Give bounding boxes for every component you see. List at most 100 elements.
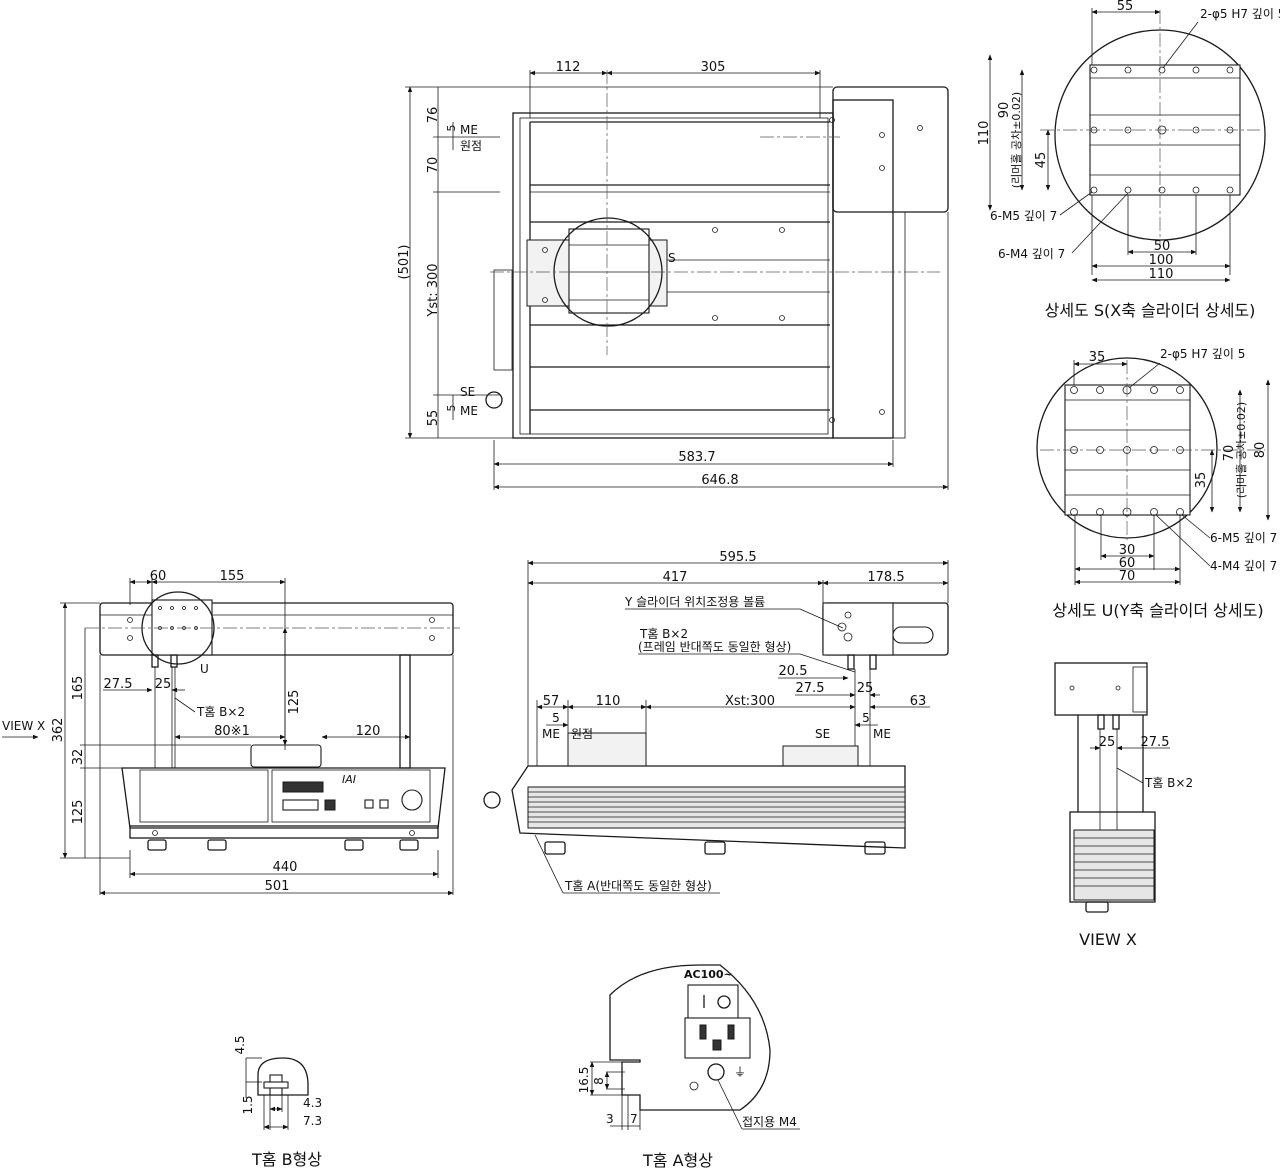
dim-5b: 5 <box>445 405 458 412</box>
dim-u-80: 80 <box>1253 442 1268 459</box>
dim-side-27-5: 27.5 <box>796 681 825 696</box>
dim-viewx-25: 25 <box>1099 735 1116 750</box>
label-s-hole: 2-φ5 H7 깊이 5 <box>1200 7 1280 21</box>
dim-front-60: 60 <box>150 569 167 584</box>
label-s: S <box>668 251 676 265</box>
label-me-bottom: ME <box>460 404 478 418</box>
dim-side-57: 57 <box>543 694 560 709</box>
label-view-x[interactable]: VIEW X <box>2 719 45 733</box>
front-y-beam <box>99 602 454 656</box>
dim-side-63: 63 <box>910 694 927 709</box>
dim-front-440: 440 <box>273 860 298 875</box>
label-ground: 접지용 M4 <box>742 1115 797 1129</box>
label-u: U <box>200 662 209 676</box>
dim-583-7: 583.7 <box>678 450 715 465</box>
dim-front-32: 32 <box>71 749 86 766</box>
dim-76: 76 <box>426 107 441 124</box>
dim-s-45: 45 <box>1034 152 1049 169</box>
label-viewx-tgroove: T홈 B×2 <box>1144 776 1193 790</box>
label-u-hole: 2-φ5 H7 깊이 5 <box>1160 347 1245 361</box>
caption-detail-u: 상세도 U(Y축 슬라이더 상세도) <box>1052 601 1263 620</box>
dim-front-120: 120 <box>356 724 381 739</box>
dim-side-5a: 5 <box>552 711 560 725</box>
dim-side-417: 417 <box>663 570 688 585</box>
dim-55: 55 <box>426 410 441 427</box>
dim-front-27-5: 27.5 <box>104 677 133 692</box>
dim-ta-16-5: 16.5 <box>577 1067 591 1094</box>
dim-side-25: 25 <box>857 681 874 696</box>
dim-side-xst: Xst:300 <box>725 694 775 709</box>
dim-501-ref: (501) <box>397 245 412 280</box>
label-u-m5: 6-M5 깊이 7 <box>1210 531 1277 545</box>
dim-s-110: 110 <box>977 121 992 146</box>
dim-front-155: 155 <box>220 569 245 584</box>
label-tgroove-a-note: T홈 A(반대쪽도 동일한 형상) <box>564 879 712 893</box>
label-me-top: ME <box>460 123 478 137</box>
dim-ta-7: 7 <box>630 1112 638 1126</box>
label-ac: AC100~ <box>684 968 733 981</box>
label-s-m4: 6-M4 깊이 7 <box>998 247 1065 261</box>
dim-tb-1-5: 1.5 <box>241 1095 255 1114</box>
dim-yst: Yst: 300 <box>426 263 441 317</box>
dim-5a: 5 <box>445 125 458 132</box>
dim-70: 70 <box>426 157 441 174</box>
dim-s-110b: 110 <box>1149 267 1174 282</box>
front-base <box>121 767 446 829</box>
caption-detail-s: 상세도 S(X축 슬라이더 상세도) <box>1045 301 1256 320</box>
dim-ta-3: 3 <box>606 1112 614 1126</box>
dim-front-362: 362 <box>51 718 66 743</box>
top-view: 112 305 76 5 ME 원점 70 (501) Yst: 300 SE … <box>397 60 949 490</box>
dim-s-100: 100 <box>1149 253 1174 268</box>
label-u-tol: (리머홀 공차±0.02) <box>1235 402 1248 498</box>
dim-tb-4-3: 4.3 <box>303 1096 322 1110</box>
dim-side-5b: 5 <box>862 711 870 725</box>
dim-u-60: 60 <box>1119 556 1136 571</box>
tgroove-a-shape: AC100~ ⏚ 16.5 8 3 7 접지용 M4 T홈 A형상 <box>577 964 800 1170</box>
dim-u-35: 35 <box>1089 350 1106 365</box>
dim-front-25: 25 <box>155 677 172 692</box>
dim-front-125b: 125 <box>71 800 86 825</box>
dim-u-70: 70 <box>1222 445 1237 462</box>
detail-u: 35 2-φ5 H7 깊이 5 80 70 (리머홀 공차±0.02) 35 6… <box>1036 347 1277 620</box>
caption-tgroove-a: T홈 A형상 <box>642 1151 713 1170</box>
dim-front-165: 165 <box>71 676 86 701</box>
view-x: 25 27.5 T홈 B×2 VIEW X <box>1054 662 1193 949</box>
dim-u-30: 30 <box>1119 543 1136 558</box>
dim-s-90: 90 <box>997 102 1012 119</box>
svg-text:⏚: ⏚ <box>734 1065 746 1079</box>
dim-tb-4-5: 4.5 <box>233 1035 247 1054</box>
front-view: IAI 60 155 U VIEW X 362 165 32 125 27.5 … <box>2 569 460 896</box>
caption-tgroove-b: T홈 B형상 <box>251 1150 322 1169</box>
detail-s: 55 2-φ5 H7 깊이 5 110 90 (리머홀 공차±0.02) 45 … <box>977 0 1280 320</box>
dim-front-501: 501 <box>265 879 290 894</box>
dim-305: 305 <box>701 60 726 75</box>
dim-front-80: 80※1 <box>214 724 250 739</box>
dim-u-35b: 35 <box>1194 472 1209 489</box>
caption-view-x: VIEW X <box>1079 930 1137 949</box>
dim-tb-7-3: 7.3 <box>303 1114 322 1128</box>
dim-front-125a: 125 <box>287 690 302 715</box>
dim-646-8: 646.8 <box>701 473 738 488</box>
dim-side-595-5: 595.5 <box>719 550 756 565</box>
label-side-se: SE <box>815 727 830 741</box>
label-s-m5: 6-M5 깊이 7 <box>990 209 1057 223</box>
svg-text:IAI: IAI <box>342 773 356 786</box>
dim-side-110: 110 <box>596 694 621 709</box>
label-se-top: SE <box>460 385 475 399</box>
dim-viewx-27-5: 27.5 <box>1141 735 1170 750</box>
y-axis-motor-block <box>832 86 949 213</box>
tgroove-b-shape: 4.5 1.5 4.3 7.3 T홈 B형상 <box>233 1035 322 1169</box>
dim-ta-8: 8 <box>592 1077 606 1085</box>
dim-side-20-5: 20.5 <box>779 664 808 679</box>
dim-side-178-5: 178.5 <box>867 570 904 585</box>
side-view: 595.5 417 178.5 Y 슬라이더 위치조정용 볼륨 T홈 B×2 (… <box>483 550 949 894</box>
label-s-tol: (리머홀 공차±0.02) <box>1010 92 1023 188</box>
label-front-tgroove: T홈 B×2 <box>196 705 245 719</box>
side-base <box>511 765 906 849</box>
dim-112: 112 <box>556 60 581 75</box>
label-u-m4: 4-M4 깊이 7 <box>1210 559 1277 573</box>
label-origin-top: 원점 <box>460 139 482 153</box>
label-side-me1: ME <box>542 727 560 741</box>
